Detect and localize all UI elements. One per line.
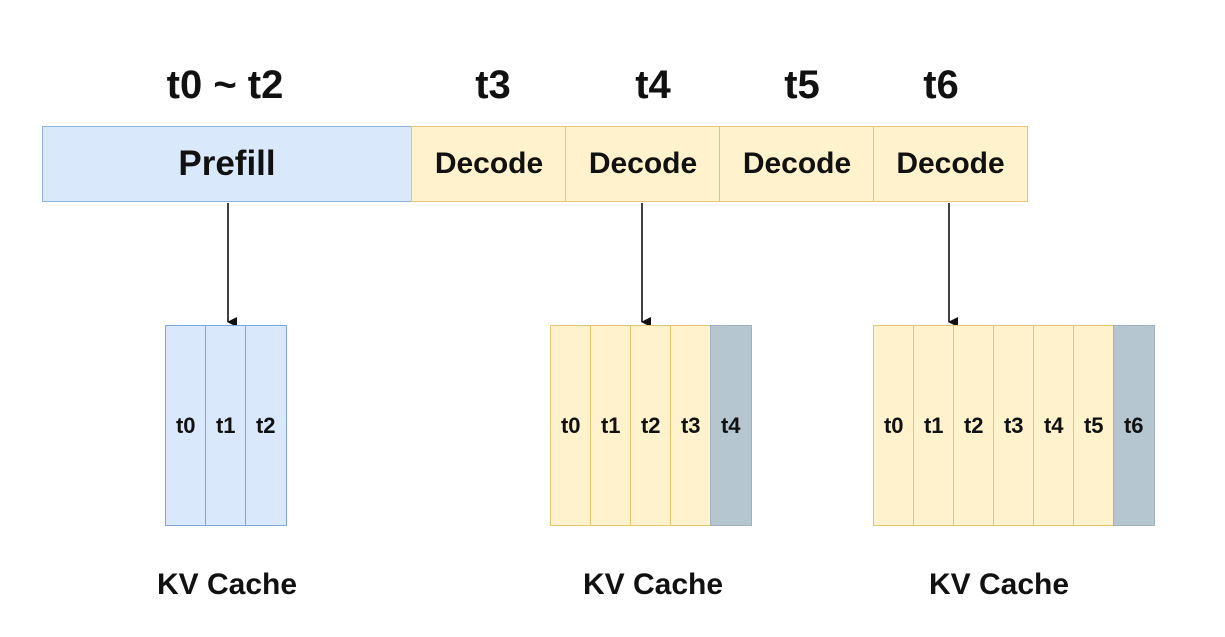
kv-cache-cell-t3: t3 [670,325,712,526]
kv-cache-cell-t3: t3 [993,325,1035,526]
kv-cache-cell-t2: t2 [245,325,287,526]
time-label-t4: t4 [635,63,671,107]
time-label-t6: t6 [923,63,959,107]
kv-cache-cell-t1: t1 [590,325,632,526]
time-label-t0-t2: t0 ~ t2 [166,63,284,107]
kv-cache-cell-t1: t1 [205,325,247,526]
kv-cache-cell-t2: t2 [953,325,995,526]
decode-phase-box-t6: Decode [873,126,1028,202]
time-label-t5: t5 [784,63,820,107]
kv-cache-cell-t5: t5 [1073,325,1115,526]
prefill-phase-box: Prefill [42,126,412,202]
kv-cache-label-prefill: KV Cache [156,568,298,601]
decode-phase-box-t3: Decode [411,126,567,202]
kv-cache-cell-t0: t0 [550,325,592,526]
kv-cache-cell-t4: t4 [710,325,752,526]
kv-cache-cell-t1: t1 [913,325,955,526]
kv-cache-cell-t4: t4 [1033,325,1075,526]
kv-cache-cell-t0: t0 [165,325,207,526]
decode-phase-box-t5: Decode [719,126,875,202]
kv-cache-cell-t6: t6 [1113,325,1155,526]
time-label-t3: t3 [475,63,511,107]
kv-cache-label-t6: KV Cache [928,568,1070,601]
kv-cache-cell-t2: t2 [630,325,672,526]
decode-phase-box-t4: Decode [565,126,721,202]
kv-cache-label-t4: KV Cache [582,568,724,601]
kv-cache-cell-t0: t0 [873,325,915,526]
